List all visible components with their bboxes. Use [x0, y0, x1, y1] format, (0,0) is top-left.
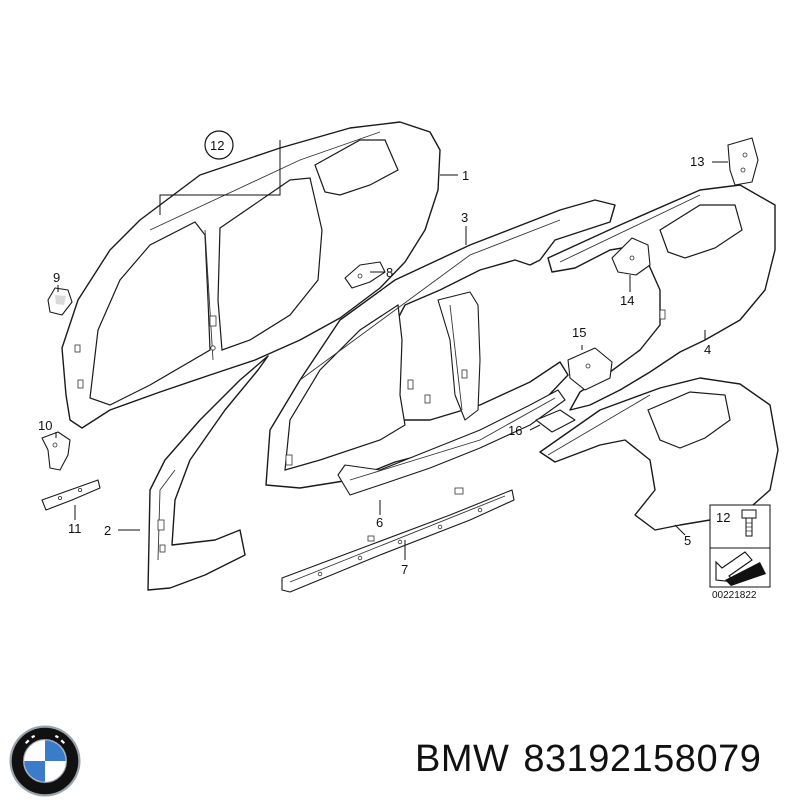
callout-12-inset: 12: [716, 510, 730, 525]
callout-15: 15: [572, 325, 586, 340]
callout-5: 5: [684, 533, 691, 548]
part-4-rear-quarter: [547, 184, 776, 411]
callout-6: 6: [376, 515, 383, 530]
callout-9: 9: [53, 270, 60, 285]
callout-12-ring: [204, 130, 234, 160]
b-pillar-reinforcement: [437, 291, 481, 421]
brand-name: BMW: [415, 738, 510, 780]
part-11-strip: [41, 479, 101, 511]
callout-12: 12: [210, 138, 224, 153]
callout-16: 16: [508, 423, 522, 438]
callout-4: 4: [704, 342, 711, 357]
callout-14: 14: [620, 293, 634, 308]
part-10-bracket: [41, 431, 71, 471]
part-number: 83192158079: [523, 738, 762, 780]
callout-10: 10: [38, 418, 52, 433]
part-7-rocker-strip: [281, 487, 515, 593]
part-15-plate: [567, 347, 613, 391]
bolt-icon: [741, 509, 757, 537]
part-13-bracket: [727, 137, 759, 186]
part-16-pad: [535, 409, 576, 433]
callout-13: 13: [690, 154, 704, 169]
detail-inset: 12 00221822: [709, 504, 771, 601]
callout-7: 7: [401, 562, 408, 577]
part-1-side-frame: [61, 121, 441, 429]
callout-11: 11: [68, 521, 82, 536]
bmw-roundel-icon: [9, 725, 81, 797]
part-2-inner-pillar: [147, 355, 269, 591]
leader-lines: [55, 140, 728, 560]
footer-part-label: BMW 83192158079: [415, 738, 775, 781]
callout-2: 2: [104, 523, 111, 538]
part-6-sill-reinforcement: [337, 389, 566, 496]
part-14-bracket: [611, 237, 651, 276]
callout-1: 1: [462, 168, 469, 183]
arrow-icon: [715, 551, 766, 586]
drawing-number: 00221822: [712, 590, 757, 601]
callout-3: 3: [461, 210, 468, 225]
callout-labels: 1 2 3 4 5 6 7 8 9 10 11 12 13 14 15 16: [38, 130, 711, 577]
callout-8: 8: [386, 265, 393, 280]
part-9-clip: [47, 287, 73, 316]
